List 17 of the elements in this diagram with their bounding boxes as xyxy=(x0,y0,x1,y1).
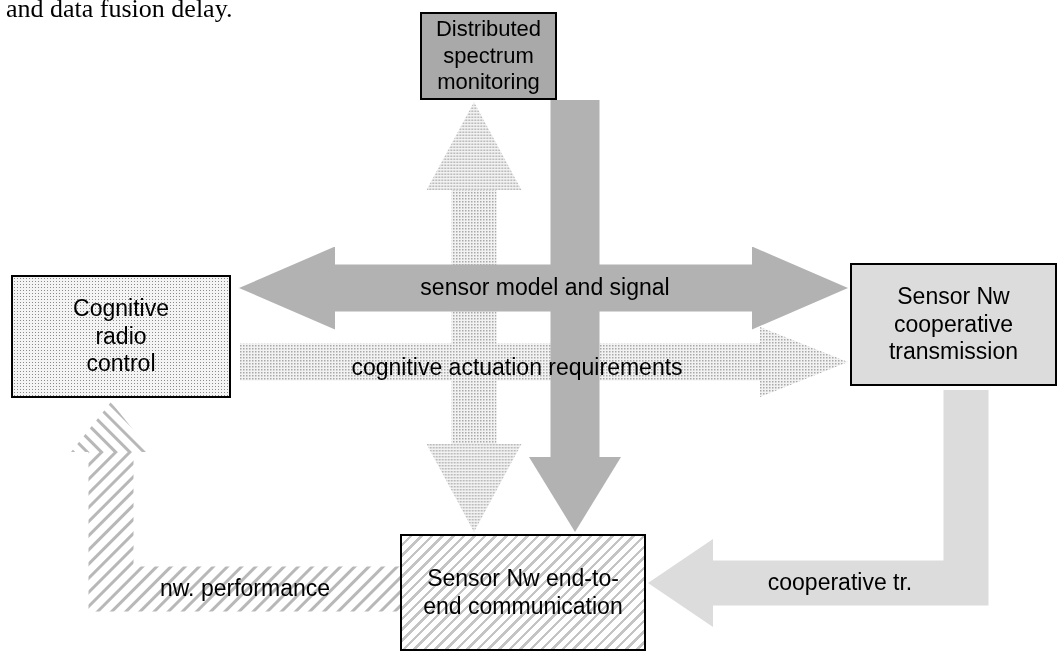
process-box xyxy=(420,12,557,100)
edge-label: nw. performance xyxy=(159,576,331,602)
block-arrow xyxy=(529,100,621,532)
block-arrow xyxy=(426,102,522,532)
node-label: Sensor Nw end-to-end communication xyxy=(423,564,623,621)
node-label: Distributed spectrum monitoring xyxy=(434,16,543,96)
block-arrow xyxy=(240,327,848,397)
edge-label: cognitive actuation requirements xyxy=(350,355,684,381)
block-arrow xyxy=(239,246,848,330)
node-label: Sensor Nw cooperative transmission xyxy=(887,283,1020,366)
block-arrow xyxy=(71,402,400,612)
process-box xyxy=(400,534,646,651)
process-box xyxy=(850,263,1057,386)
edge-label: sensor model and signal xyxy=(418,275,672,301)
block-arrow xyxy=(648,390,989,627)
process-box xyxy=(11,275,231,398)
node-label: Cognitive radio control xyxy=(72,295,170,378)
